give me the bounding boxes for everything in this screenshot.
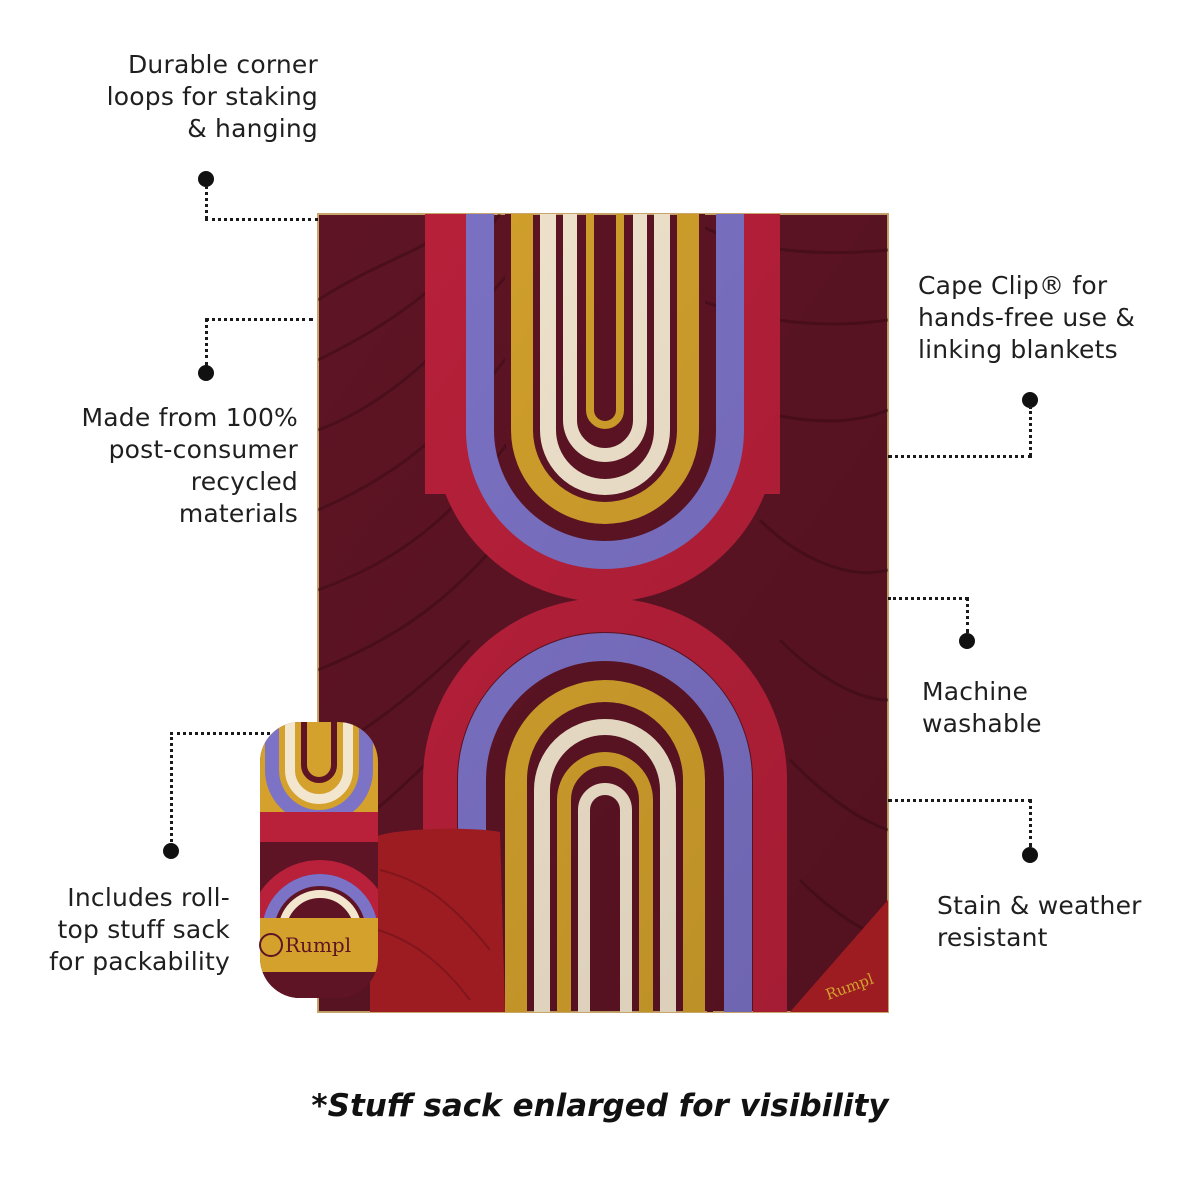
leader-dot [198,171,214,187]
feature-text: Made from 100% [81,403,298,432]
feature-text: for packability [49,947,230,976]
feature-text: Cape Clip® for [918,271,1108,300]
leader-line [170,732,173,842]
leader-line [205,218,318,221]
feature-text: washable [922,709,1042,738]
blanket: Rumpl [317,213,889,1013]
leader-line [888,799,1032,802]
leader-line [888,597,968,600]
feature-text: Machine [922,677,1029,706]
feature-stuff-sack: Includes roll- top stuff sack for packab… [20,882,230,978]
feature-cape-clip: Cape Clip® for hands-free use & linking … [918,270,1188,366]
leader-dot [1022,847,1038,863]
leader-line [205,318,313,321]
feature-text: Stain & weather [937,891,1142,920]
stuff-sack-logo: Rumpl [285,933,351,957]
leader-line [170,732,270,735]
feature-recycled: Made from 100% post-consumer recycled ma… [40,402,298,530]
leader-dot [163,843,179,859]
leader-line [205,186,208,219]
feature-text: linking blankets [918,335,1118,364]
feature-corner-loops: Durable corner loops for staking & hangi… [60,49,318,145]
feature-text: Includes roll- [67,883,230,912]
leader-dot [198,365,214,381]
feature-text: Durable corner [127,50,318,79]
feature-text: loops for staking [106,82,318,111]
blanket-fold [370,828,505,1012]
feature-text: & hanging [187,114,318,143]
feature-text: recycled [190,467,298,496]
leader-line [966,597,969,633]
leader-dot [1022,392,1038,408]
feature-text: materials [178,499,298,528]
feature-text: hands-free use & [918,303,1136,332]
footnote: *Stuff sack enlarged for visibility [311,1088,889,1124]
leader-line [1029,799,1032,847]
feature-resistant: Stain & weather resistant [937,890,1177,954]
stuff-sack: Rumpl [259,722,378,998]
feature-text: top stuff sack [57,915,230,944]
leader-line [1029,406,1032,456]
leader-line [888,455,1032,458]
feature-text: resistant [937,923,1048,952]
leader-line [205,318,208,366]
feature-washable: Machine washable [922,676,1122,740]
feature-text: post-consumer [108,435,298,464]
leader-dot [959,633,975,649]
